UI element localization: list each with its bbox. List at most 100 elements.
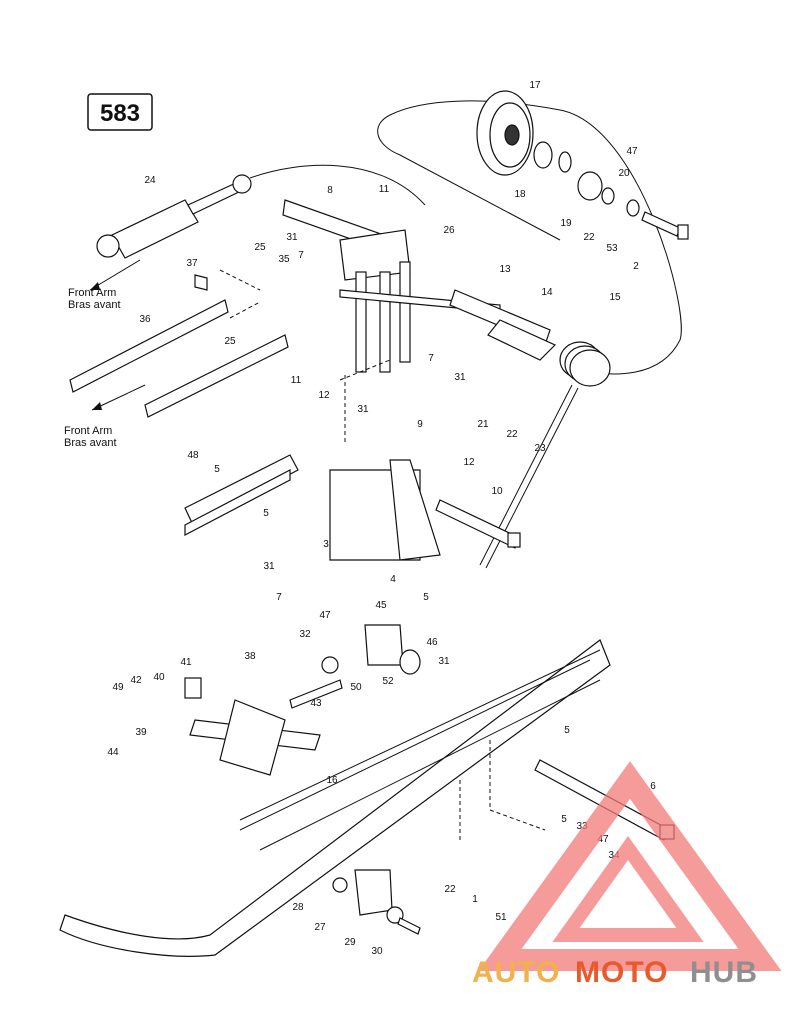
callout-number: 23: [534, 443, 546, 454]
callout-number: 6: [650, 781, 656, 792]
callout-number: 48: [187, 450, 199, 461]
callout-number: 29: [344, 937, 356, 948]
callout-number: 46: [426, 637, 438, 648]
callout-number: 5: [423, 592, 429, 603]
callout-number: 5: [564, 725, 570, 736]
callout-number: 22: [506, 429, 518, 440]
lower-arm: [184, 656, 339, 776]
callout-number: 42: [130, 675, 142, 686]
callout-number: 52: [382, 676, 394, 687]
callout-number: 51: [495, 912, 507, 923]
bearing: [533, 141, 572, 173]
front-arm-upper: [282, 199, 501, 373]
watermark-moto: MOTO: [575, 956, 668, 989]
callout-number: 47: [319, 610, 331, 621]
callout-number: 33: [576, 821, 588, 832]
callout-number: 36: [139, 314, 151, 325]
callout-number: 38: [244, 651, 256, 662]
callout-number: 25: [254, 242, 266, 253]
callout-number: 20: [618, 168, 630, 179]
callout-number: 31: [438, 656, 450, 667]
callout-number: 35: [278, 254, 290, 265]
bracket: [289, 624, 421, 709]
callout-number: 5: [214, 464, 220, 475]
callout-number: 11: [291, 375, 302, 386]
callout-number: 49: [112, 682, 124, 693]
callout-number: 27: [314, 922, 326, 933]
callout-number: 32: [299, 629, 311, 640]
callout-number: 21: [477, 419, 489, 430]
front-arm-label-fr: Bras avant: [64, 437, 117, 449]
diagram-number: 583: [100, 100, 140, 127]
callout-number: 13: [499, 264, 511, 275]
callout-number: 15: [609, 292, 621, 303]
callout-number: 37: [186, 258, 198, 269]
diagram-number-badge: 583: [87, 93, 153, 131]
leader-line: [459, 740, 546, 840]
main-slide-rail: [59, 639, 611, 957]
spacer: [577, 171, 640, 217]
callout-number: 24: [144, 175, 156, 186]
callout-number: 41: [180, 657, 192, 668]
callout-number: 3: [323, 539, 329, 550]
callout-number: 31: [454, 372, 466, 383]
front-arm-bars: [69, 274, 289, 418]
leader-line: [219, 269, 261, 319]
callout-number: 8: [327, 185, 333, 196]
watermark-auto: AUTO: [472, 956, 560, 989]
callout-number: 39: [135, 727, 147, 738]
callout-number: 47: [626, 146, 638, 157]
callout-number: 30: [371, 946, 383, 957]
callout-number: 53: [606, 243, 618, 254]
shock-absorber: [96, 164, 426, 259]
callout-number: 2: [633, 261, 639, 272]
callout-number: 18: [514, 189, 526, 200]
bolt-2: [641, 211, 689, 240]
watermark-hub: HUB: [690, 956, 758, 989]
front-arm-arrow-upper: Front Arm Bras avant: [68, 259, 141, 311]
front-arm-label-fr: Bras avant: [68, 299, 121, 311]
callout-number: 7: [428, 353, 434, 364]
callout-number: 5: [263, 508, 269, 519]
callout-number: 14: [541, 287, 553, 298]
automotohub-watermark: AUTO MOTO HUB: [472, 761, 782, 989]
callout-number: 4: [390, 574, 396, 585]
shaft: [449, 289, 557, 361]
front-arm-label-en: Front Arm: [64, 425, 112, 437]
callout-number: 12: [463, 457, 475, 468]
callout-number: 25: [224, 336, 236, 347]
drive-belt-outline: [377, 100, 682, 375]
front-arm-arrow-lower: Front Arm Bras avant: [64, 384, 146, 449]
callout-number: 22: [583, 232, 595, 243]
callout-number: 31: [286, 232, 298, 243]
callout-number: 45: [375, 600, 387, 611]
callout-number: 31: [357, 404, 369, 415]
callout-number: 19: [560, 218, 572, 229]
slide-rail-upper: [184, 454, 299, 536]
callout-number: 7: [276, 592, 282, 603]
rail-stopper: [332, 869, 421, 935]
callout-number: 22: [444, 884, 456, 895]
callout-number: 40: [153, 672, 165, 683]
callout-number: 28: [292, 902, 304, 913]
callout-number: 44: [107, 747, 119, 758]
callout-number: 9: [417, 419, 423, 430]
callout-number: 16: [326, 775, 338, 786]
callout-number: 7: [298, 250, 304, 261]
callout-number: 47: [597, 834, 609, 845]
callout-number: 12: [318, 390, 330, 401]
callout-number: 43: [310, 698, 322, 709]
torsion-spring: [479, 341, 611, 569]
rear-arm: [329, 459, 521, 561]
callout-number: 1: [472, 894, 478, 905]
front-arm-label-en: Front Arm: [68, 287, 116, 299]
idler-wheel: [476, 90, 534, 176]
callout-number: 10: [491, 486, 503, 497]
callout-number: 50: [350, 682, 362, 693]
callout-number: 26: [443, 225, 455, 236]
callout-number: 31: [263, 561, 275, 572]
callout-number: 11: [379, 184, 390, 195]
callout-number: 5: [561, 814, 567, 825]
leader-line: [339, 359, 391, 445]
